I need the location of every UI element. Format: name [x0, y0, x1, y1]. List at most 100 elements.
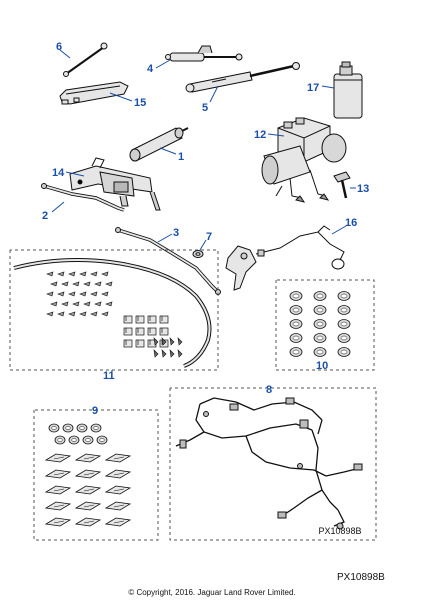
push-pin: [161, 337, 167, 346]
retainer-clip: [104, 517, 132, 527]
seal-set: [289, 291, 351, 357]
callout-3: 3: [173, 227, 179, 239]
callout-15: 15: [134, 97, 146, 109]
part-12-pump-unit: [261, 117, 347, 203]
rivet-set: [46, 271, 113, 317]
rivet: [72, 301, 80, 307]
part-9-clip-kit: [33, 409, 159, 541]
rivet: [46, 291, 54, 297]
retainer-clip: [104, 453, 132, 463]
retainer-clip: [74, 469, 102, 479]
callout-10: 10: [316, 360, 328, 372]
part-6-rod: [63, 42, 108, 77]
clip-set: [123, 315, 169, 348]
part-7-washer: [192, 250, 204, 258]
clip: [159, 327, 169, 336]
o-ring-set: [48, 423, 108, 445]
clip: [147, 327, 157, 336]
retainer-clip: [74, 485, 102, 495]
rivet: [46, 311, 54, 317]
retainer-clip: [44, 485, 72, 495]
clip: [135, 315, 145, 324]
retainer-clip: [104, 501, 132, 511]
reference-code: PX10898B: [337, 572, 385, 583]
callout-1: 1: [178, 151, 184, 163]
callout-17: 17: [307, 82, 319, 94]
o-ring: [90, 423, 102, 433]
rivet: [94, 281, 102, 287]
retainer-clip-set: [44, 453, 132, 527]
retainer-clip: [104, 469, 132, 479]
leader-1: [159, 147, 177, 155]
leader-15: [109, 92, 133, 102]
leader-17: [321, 85, 335, 89]
rivet: [61, 301, 69, 307]
retainer-clip: [74, 501, 102, 511]
o-ring: [54, 435, 66, 445]
callout-13: 13: [357, 183, 369, 195]
push-pin: [153, 349, 159, 358]
part-13-bolt: [333, 171, 351, 199]
push-pin-set: [153, 337, 183, 358]
o-ring: [289, 319, 303, 329]
leader-3: [157, 233, 173, 243]
retainer-clip: [44, 453, 72, 463]
part-11-kit-box: [9, 249, 219, 371]
callout-7: 7: [206, 231, 212, 243]
o-ring: [313, 319, 327, 329]
o-ring: [289, 305, 303, 315]
part-8-wiring-harness: [169, 387, 377, 541]
o-ring: [313, 333, 327, 343]
part-15-trim: [59, 81, 129, 105]
o-ring: [96, 435, 108, 445]
rivet: [61, 281, 69, 287]
rivet: [68, 291, 76, 297]
callout-16: 16: [345, 217, 357, 229]
part-1-cylinder: [129, 127, 189, 162]
retainer-clip: [44, 501, 72, 511]
rivet: [83, 281, 91, 287]
clip: [135, 339, 145, 348]
push-pin: [169, 337, 175, 346]
o-ring: [289, 291, 303, 301]
clip: [159, 315, 169, 324]
rivet: [57, 291, 65, 297]
callout-2: 2: [42, 210, 48, 222]
part-16-sensor-harness: [225, 225, 345, 291]
part-17-fluid-bottle: [333, 61, 363, 119]
leader-4: [155, 59, 171, 69]
o-ring: [337, 347, 351, 357]
o-ring: [313, 291, 327, 301]
retainer-clip: [104, 485, 132, 495]
rivet: [94, 301, 102, 307]
o-ring: [337, 305, 351, 315]
part-14-bracket: [69, 157, 161, 211]
rivet: [68, 311, 76, 317]
o-ring: [68, 435, 80, 445]
clip: [135, 327, 145, 336]
callout-5: 5: [202, 102, 208, 114]
rivet: [79, 271, 87, 277]
o-ring: [82, 435, 94, 445]
o-ring: [337, 333, 351, 343]
callout-4: 4: [147, 63, 154, 75]
callout-6: 6: [56, 41, 62, 53]
copyright-notice: © Copyright, 2016. Jaguar Land Rover Lim…: [128, 588, 296, 597]
leader-7: [199, 239, 207, 251]
leader-6: [59, 49, 71, 59]
leader-14: [65, 171, 85, 177]
rivet: [57, 311, 65, 317]
rivet: [57, 271, 65, 277]
clip: [123, 327, 133, 336]
rivet: [101, 291, 109, 297]
leader-5: [209, 85, 219, 103]
rivet: [79, 311, 87, 317]
push-pin: [169, 349, 175, 358]
inner-reference-code: PX10898B: [318, 526, 361, 536]
o-ring: [289, 333, 303, 343]
callout-14: 14: [52, 167, 65, 179]
clip: [123, 315, 133, 324]
clip: [123, 339, 133, 348]
o-ring: [337, 291, 351, 301]
